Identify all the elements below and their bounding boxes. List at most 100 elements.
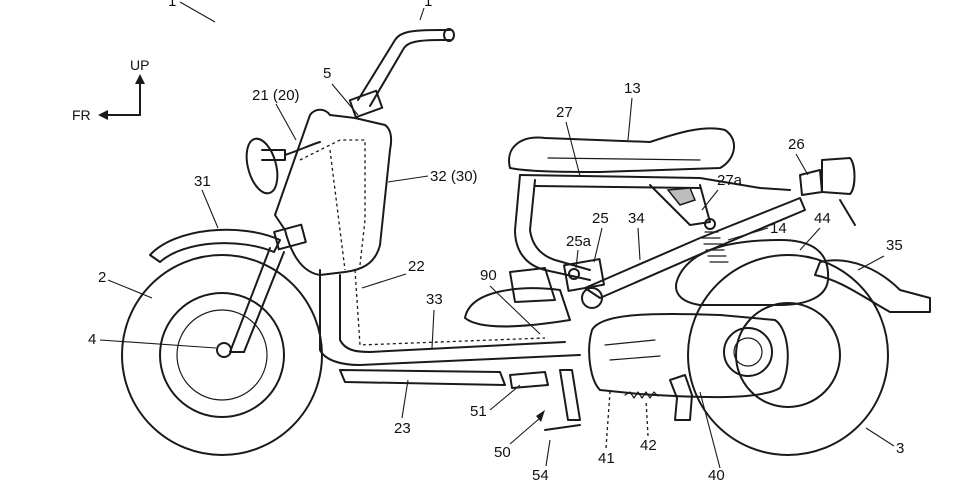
seat [508, 127, 735, 173]
label-25a: 25a [566, 233, 592, 250]
label-13: 13 [624, 80, 641, 97]
drive-pulley-hub [733, 337, 763, 367]
leader-33 [431, 309, 435, 349]
label-34: 34 [628, 210, 645, 227]
label-44: 44 [814, 210, 831, 227]
leader-50 [509, 417, 541, 445]
label-22: 22 [408, 258, 425, 275]
fuel-filler [509, 267, 556, 303]
seat-cushion [508, 127, 735, 173]
stand-foot [544, 424, 581, 431]
front-arrowhead-icon [98, 110, 108, 120]
front-cover-hidden-line [299, 139, 366, 266]
label-42: 42 [640, 437, 657, 454]
case-detail-lines [604, 339, 661, 361]
label-41: 41 [598, 450, 615, 467]
leader-3 [865, 427, 895, 447]
figure-mark-leader [179, 1, 216, 23]
label-33: 33 [426, 291, 443, 308]
front-rim [159, 292, 285, 418]
label-26: 26 [788, 136, 805, 153]
pivot-plate [563, 258, 605, 292]
up-arrowhead-icon [135, 74, 145, 84]
rear-shock [701, 218, 729, 263]
down-tube-upper [319, 269, 581, 366]
label-32: 32 (30) [430, 168, 478, 185]
front-fender [149, 228, 281, 263]
label-90: 90 [480, 267, 497, 284]
seat-frame [514, 174, 806, 299]
floor-step [464, 287, 571, 328]
handlebar-lower [369, 39, 451, 107]
leader-4 [99, 339, 217, 349]
shock-top-mount [704, 218, 716, 230]
label-23: 23 [394, 420, 411, 437]
tail-light-stay [839, 199, 856, 226]
label-2: 2 [98, 269, 106, 286]
label-27: 27 [556, 104, 573, 121]
transmission-case [588, 312, 789, 399]
rear-wheel [687, 254, 889, 456]
under-cover [339, 369, 506, 386]
label-3: 3 [896, 440, 904, 457]
figure-mark: 1 [168, 0, 176, 10]
label-25: 25 [592, 210, 609, 227]
seat-rail-lower [534, 185, 701, 189]
label-27a: 27a [717, 172, 743, 189]
handlebar-upper [357, 29, 451, 101]
label-14: 14 [770, 220, 787, 237]
seat-rail-upper [519, 174, 791, 191]
direction-up-label: UP [130, 57, 149, 73]
leader-21 [275, 103, 297, 141]
label-40: 40 [708, 467, 725, 480]
leader-5 [331, 83, 359, 116]
stand-spring [624, 391, 659, 399]
leader-25a [575, 249, 579, 269]
leader-1a [419, 7, 425, 21]
mirror-glass [245, 137, 279, 195]
pivot-bracket [563, 258, 605, 309]
rear-bracket [669, 374, 693, 421]
front-tire-outer [121, 254, 323, 456]
leader-27 [565, 121, 581, 177]
down-tube-lower [339, 274, 566, 353]
seat-frame-front [514, 174, 591, 281]
tail-light [799, 157, 856, 226]
mirror [245, 137, 321, 195]
engine-unit [588, 312, 789, 399]
handlebar-clamp [348, 89, 384, 119]
leader-51 [489, 384, 521, 411]
pivot-bolt-1 [568, 268, 580, 280]
shock-spring [701, 231, 729, 263]
mirror-stem [284, 141, 321, 156]
leader-26 [795, 153, 809, 176]
drive-pulley-cover [723, 327, 773, 377]
main-frame [319, 269, 581, 386]
leader-31 [201, 189, 219, 229]
leader-27a [701, 189, 719, 211]
tail-light-bracket [799, 169, 823, 196]
leader-22 [361, 273, 407, 289]
label-1a: 1 [424, 0, 432, 10]
leader-23 [401, 379, 409, 419]
leader-42 [645, 399, 649, 437]
label-21: 21 (20) [252, 87, 300, 104]
front-wheel [121, 254, 323, 456]
stand-bracket [509, 371, 549, 389]
leader-44 [799, 227, 821, 251]
leader-14 [727, 227, 769, 241]
side-stand [509, 369, 581, 431]
leader-54 [545, 439, 551, 467]
label-54: 54 [532, 467, 549, 480]
front-axle [216, 342, 232, 358]
rear-frame-member [584, 197, 806, 299]
rear-fender [814, 259, 931, 313]
leader-32 [387, 175, 429, 183]
seat-bracket [649, 184, 711, 226]
leader-41 [605, 391, 611, 449]
rear-tire-outer [687, 254, 889, 456]
label-31: 31 [194, 173, 211, 190]
front-fork [229, 223, 307, 353]
leader-25 [593, 227, 603, 263]
